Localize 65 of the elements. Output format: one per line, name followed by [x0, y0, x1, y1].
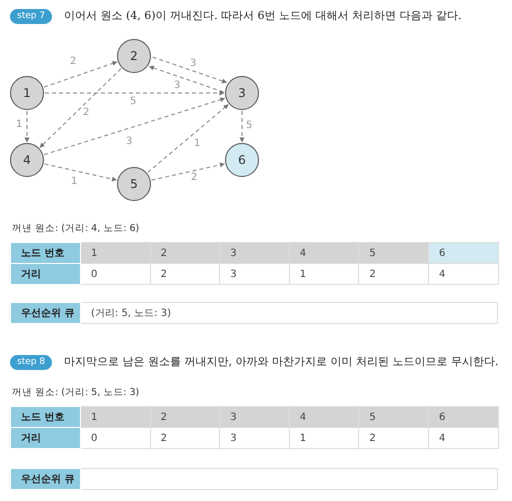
instruction-text: 마지막으로 남은 원소를 꺼내지만, 아까와 마찬가지로 이미 처리된 노드이므로 무시한다. — [64, 354, 498, 369]
table-cell: 1 — [80, 242, 150, 264]
edge-label: 2 — [70, 57, 76, 67]
table-cell: 2 — [150, 242, 220, 264]
edge-label: 1 — [194, 139, 200, 149]
graph-node: 3 — [225, 76, 259, 110]
table-cell: 6 — [428, 406, 498, 428]
arrow — [240, 110, 244, 142]
graph-node: 1 — [10, 76, 44, 110]
graph-node: 5 — [117, 167, 151, 201]
edge-label: 2 — [191, 173, 198, 183]
arrow — [44, 90, 224, 96]
table-cell: 4 — [289, 406, 359, 428]
arrow — [147, 104, 229, 173]
table-cell: (거리: 5, 노드: 3) — [80, 302, 498, 324]
table-cell: 2 — [150, 406, 220, 428]
table-cell: 2 — [150, 428, 220, 448]
instruction-text: 이어서 원소 (4, 6)이 꺼내진다. 따라서 6번 노드에 대해서 처리하면 다음과 같다. — [64, 8, 462, 23]
arrow — [44, 97, 226, 156]
edge-label: 5 — [246, 121, 252, 131]
arrow — [44, 61, 118, 88]
edge-label: 2 — [83, 108, 90, 118]
step-badge: step 7 — [10, 9, 52, 24]
edge-label: 1 — [16, 120, 22, 130]
edge-label: 3 — [174, 81, 180, 91]
arrow — [24, 110, 30, 142]
edge-label: 3 — [126, 137, 132, 147]
arrow — [39, 68, 122, 148]
popped-element-text: 꺼낸 원소: (거리: 5, 노드: 3) — [12, 386, 140, 399]
table-cell: 3 — [220, 428, 290, 448]
table-cell: 3 — [220, 406, 290, 428]
row-header-cell: 우선순위 큐 — [10, 468, 80, 490]
table-cell: 0 — [80, 264, 150, 284]
edge-label: 1 — [71, 177, 78, 187]
popped-element-text: 꺼낸 원소: (거리: 4, 노드: 6) — [12, 222, 140, 235]
table-cell: 1 — [289, 428, 359, 448]
table-cell: 2 — [358, 428, 428, 448]
table-cell: 2 — [358, 264, 428, 284]
table-cell: 4 — [428, 428, 498, 448]
table-cell: 3 — [220, 264, 290, 284]
table-cell: 1 — [289, 264, 359, 284]
arrow — [151, 162, 225, 181]
row-header-cell: 거리 — [10, 264, 80, 284]
table-cell: 5 — [358, 406, 428, 428]
edge-label: 5 — [130, 97, 136, 107]
arrow — [44, 163, 117, 182]
table-cell: 0 — [80, 428, 150, 448]
table-cell: 3 — [220, 242, 290, 264]
arrow — [148, 66, 224, 92]
graph-node: 6 — [225, 143, 259, 177]
graph-node: 2 — [117, 39, 151, 73]
row-header-cell: 거리 — [10, 428, 80, 448]
table-cell: 5 — [358, 242, 428, 264]
table-cell: 4 — [428, 264, 498, 284]
row-header-cell: 우선순위 큐 — [10, 302, 80, 324]
row-header-cell: 노드 번호 — [10, 406, 80, 428]
table-cell: 6 — [428, 242, 498, 264]
table-cell: 1 — [80, 406, 150, 428]
row-header-cell: 노드 번호 — [10, 242, 80, 264]
table-cell: 4 — [289, 242, 359, 264]
table-cell: 2 — [150, 264, 220, 284]
arrow — [152, 56, 228, 84]
step-badge: step 8 — [10, 355, 52, 370]
edge-label: 3 — [190, 59, 196, 69]
graph-node: 4 — [10, 143, 44, 177]
